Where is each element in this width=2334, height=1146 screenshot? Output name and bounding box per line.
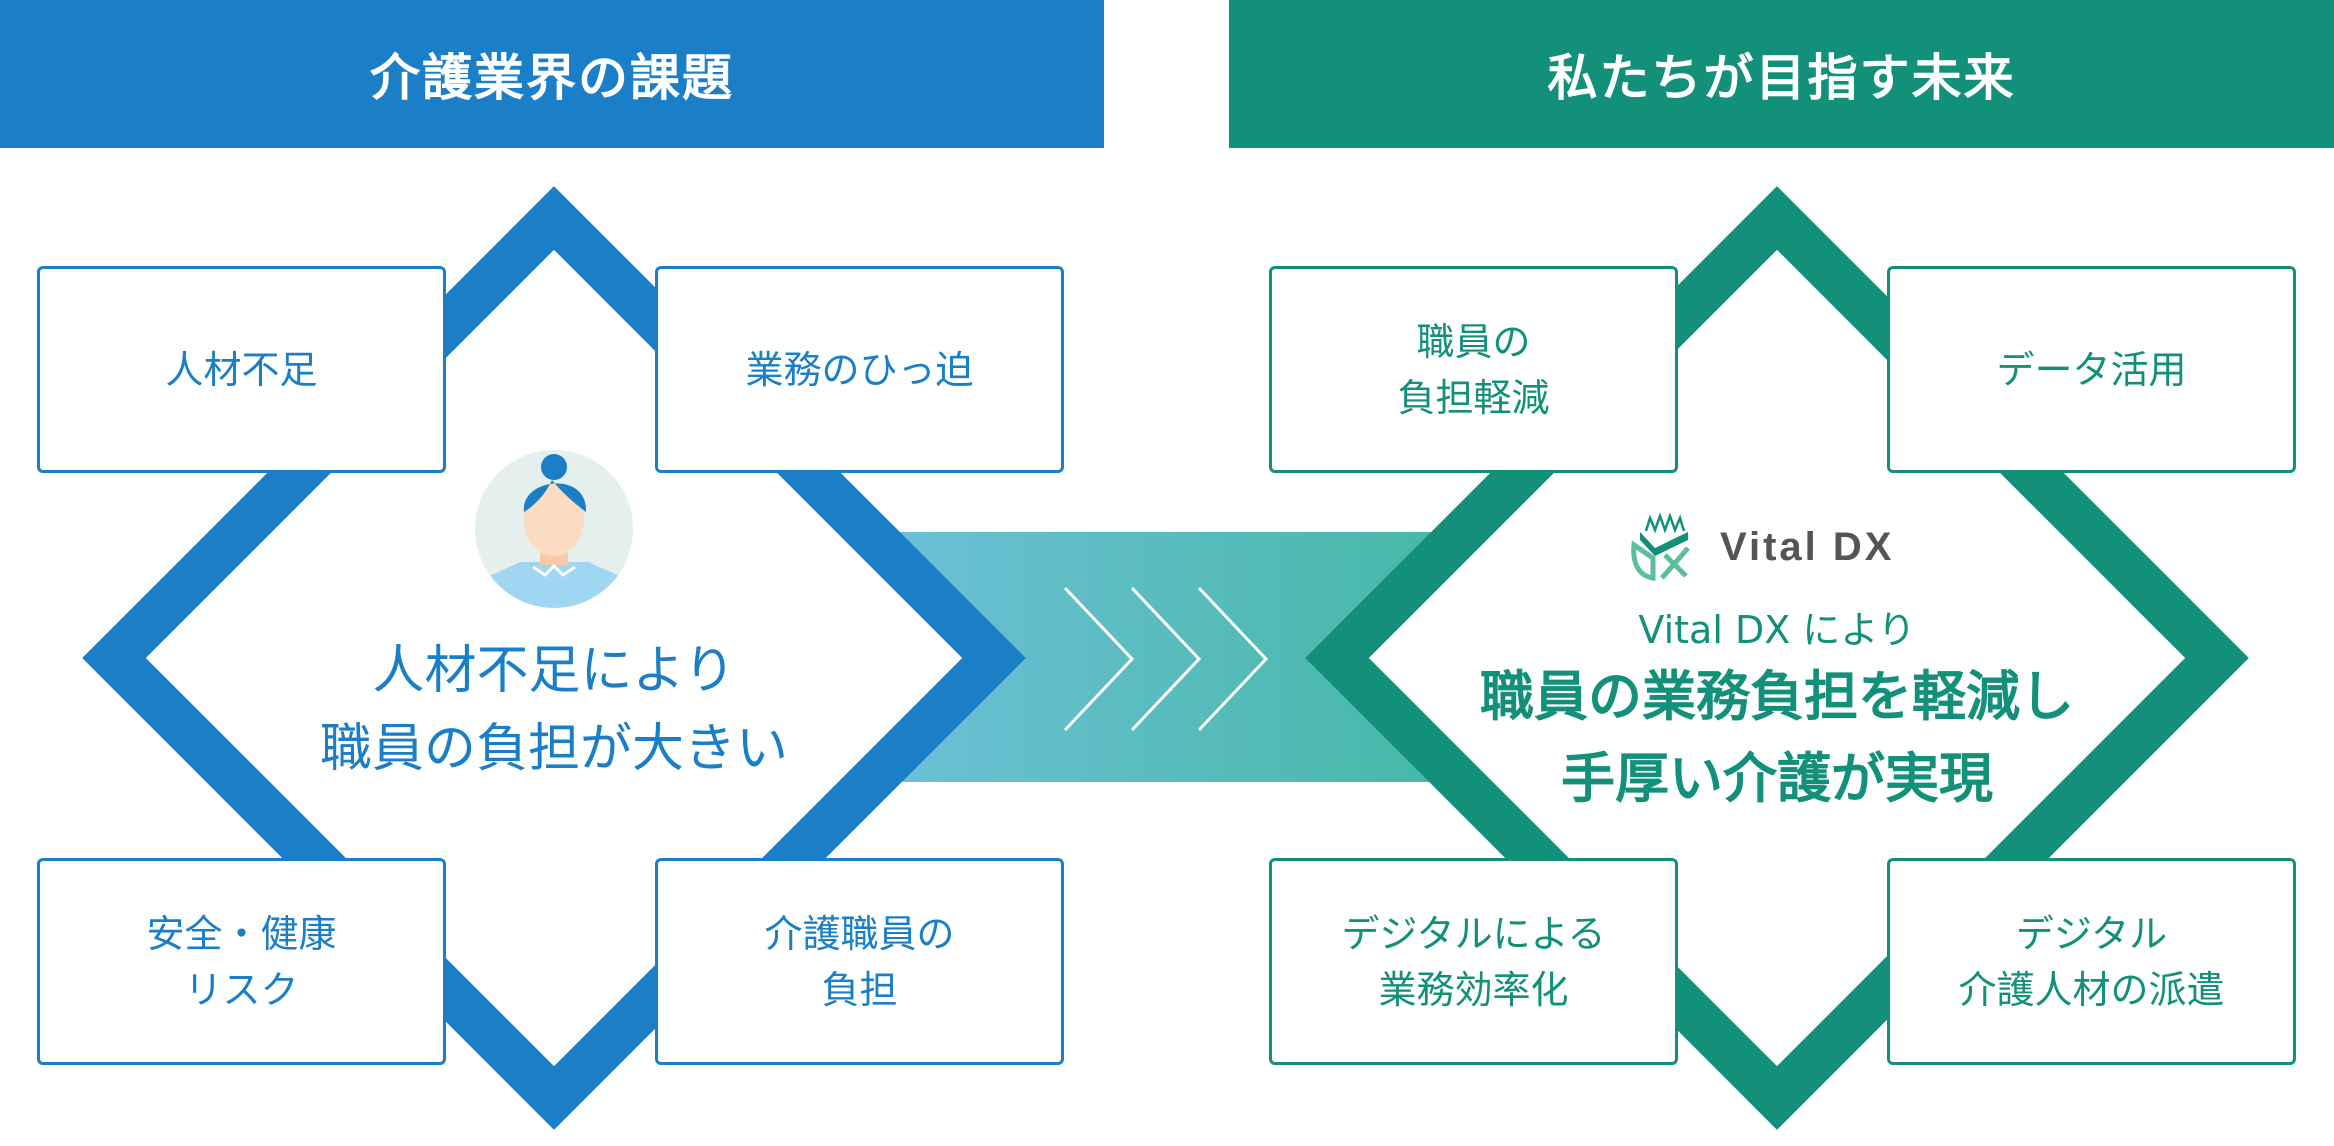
box-label: 職員の [1416,319,1531,364]
future-box-digital-staffing: デジタル介護人材の派遣 [1887,858,2296,1065]
center-subtitle: Vital DX により [1638,608,1916,652]
center-line: 人材不足により [372,641,736,701]
box-label: 介護人材の派遣 [1958,967,2225,1012]
vital-dx-logo-text: Vital DX [1720,525,1895,569]
box-label: 負担 [821,967,898,1012]
left-header-title: 介護業界の課題 [370,49,734,107]
center-line: 手厚い介護が実現 [1561,747,1993,810]
challenge-box-workload: 業務のひっ迫 [655,266,1064,473]
center-line: 職員の業務負担を軽減し [1480,665,2074,728]
right-center-message: Vital DX により 職員の業務負担を軽減し 手厚い介護が実現 [1427,604,2127,820]
chevron-arrows-icon [1063,586,1269,732]
future-box-burden-reduction: 職員の負担軽減 [1269,266,1678,473]
box-label: デジタルによる [1341,911,1606,956]
right-header: 私たちが目指す未来 [1229,0,2334,148]
right-header-title: 私たちが目指す未来 [1547,49,2016,107]
challenge-box-safety-risk: 安全・健康リスク [37,858,446,1065]
future-box-data-use: データ活用 [1887,266,2296,473]
box-label: 負担軽減 [1397,375,1550,420]
box-label: デジタル [2015,911,2168,956]
challenge-box-caregiver-burden: 介護職員の負担 [655,858,1064,1065]
box-label: 介護職員の [764,911,955,956]
center-line: 職員の負担が大きい [319,719,788,779]
left-header: 介護業界の課題 [0,0,1104,148]
box-label: 安全・健康 [146,911,337,956]
future-box-digital-efficiency: デジタルによる業務効率化 [1269,858,1678,1065]
box-label: 人材不足 [165,347,318,392]
vital-dx-logo-icon [1631,512,1690,581]
box-label: 業務効率化 [1378,967,1569,1012]
left-center-message: 人材不足により 職員の負担が大きい [254,632,854,788]
box-label: 業務のひっ迫 [745,347,974,392]
box-label: リスク [184,967,299,1012]
challenge-box-staff-shortage: 人材不足 [37,266,446,473]
box-label: データ活用 [1996,347,2187,392]
